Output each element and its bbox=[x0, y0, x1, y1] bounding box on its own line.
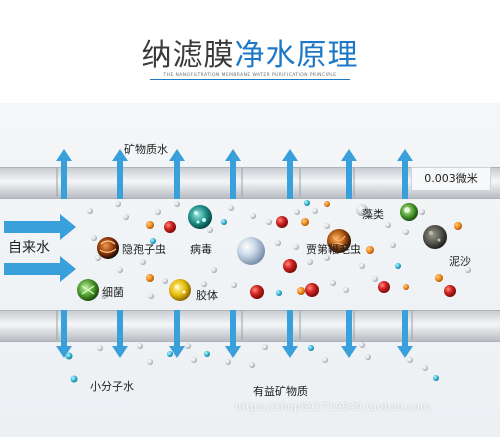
virus-icon bbox=[188, 205, 212, 229]
cryptosporidium-icon bbox=[97, 237, 119, 259]
label-giardia: 贾第鞭毛虫 bbox=[306, 243, 361, 256]
label-cryptosporidium: 隐孢子虫 bbox=[122, 243, 166, 256]
label-bacteria: 细菌 bbox=[102, 286, 124, 299]
algae-icon bbox=[400, 203, 418, 221]
bacteria-icon bbox=[77, 279, 99, 301]
title-accent: 净水原理 bbox=[234, 38, 359, 73]
diagram-panel bbox=[0, 103, 500, 437]
outflow-arrows-top bbox=[56, 149, 413, 199]
particles-middle bbox=[87, 200, 471, 299]
page-title: 纳滤膜净水原理 bbox=[0, 30, 500, 74]
label-algae: 藻类 bbox=[362, 208, 384, 221]
silt-icon bbox=[423, 225, 447, 249]
header: 纳滤膜净水原理 THE NANOFILTRATION MEMBRANE WATE… bbox=[0, 0, 500, 100]
outflow-arrows-bottom bbox=[56, 310, 413, 358]
large-sphere-icon bbox=[237, 237, 265, 265]
watermark: https://shop691719549.taobao.com bbox=[235, 402, 431, 413]
label-silt: 泥沙 bbox=[449, 255, 471, 268]
giardia-icon bbox=[327, 229, 351, 253]
pore-size-badge: 0.003微米 bbox=[411, 167, 491, 191]
label-colloid: 胶体 bbox=[196, 289, 218, 302]
page-subtitle: THE NANOFILTRATION MEMBRANE WATER PURIFI… bbox=[163, 73, 337, 78]
label-beneficial-minerals: 有益矿物质 bbox=[253, 385, 308, 398]
title-plain: 纳滤膜 bbox=[141, 38, 235, 73]
membrane-bottom bbox=[0, 310, 500, 342]
label-minerals: 矿物质水 bbox=[124, 143, 168, 156]
colloid-icon bbox=[169, 279, 191, 301]
label-virus: 病毒 bbox=[190, 243, 212, 256]
label-small-molecule-water: 小分子水 bbox=[90, 380, 134, 393]
label-inflow: 自来水 bbox=[8, 240, 50, 256]
inflow-arrows bbox=[4, 214, 76, 282]
particles-bottom bbox=[65, 342, 439, 383]
title-divider bbox=[150, 79, 350, 80]
